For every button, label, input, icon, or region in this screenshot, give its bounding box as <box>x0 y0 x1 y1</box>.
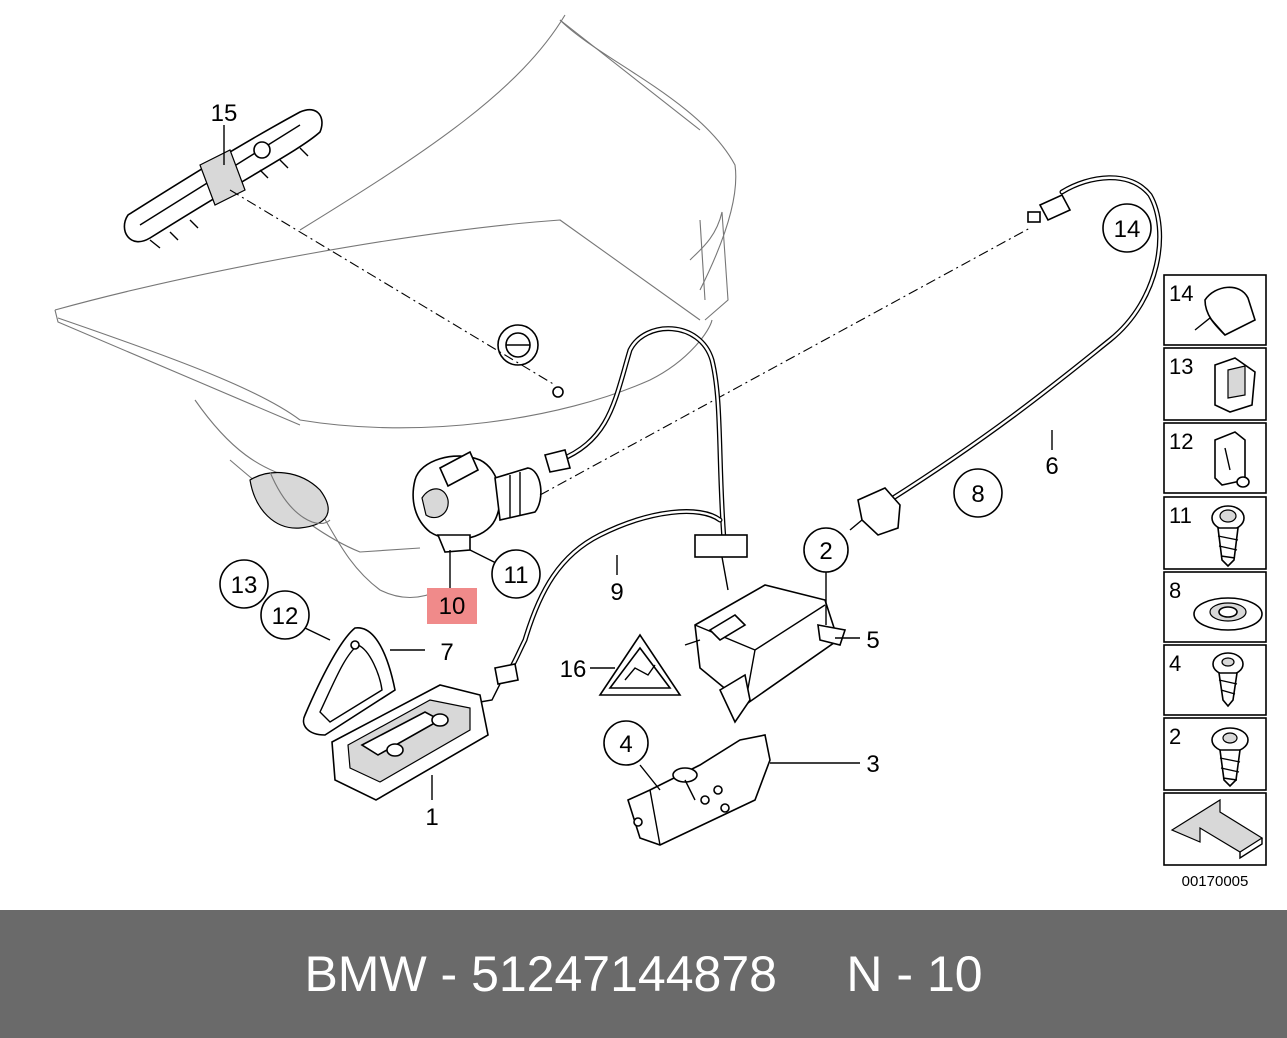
part-5-trunk-lock <box>684 584 847 724</box>
callout-7: 7 <box>440 639 453 666</box>
legend-label-8: 8 <box>1169 578 1181 603</box>
callout-8: 8 <box>971 481 984 508</box>
callout-6: 6 <box>1045 453 1058 480</box>
callout-2: 2 <box>819 538 832 565</box>
part-16-warning-label <box>598 633 682 696</box>
callout-16: 16 <box>560 656 587 683</box>
callout-10-label: 10 <box>439 593 466 620</box>
part-number-text: BMW - 51247144878 N - 10 <box>304 946 983 1002</box>
part-1-trunk-handle <box>331 684 489 801</box>
part-10-lock-actuator <box>412 227 1031 553</box>
callout-5: 5 <box>866 627 879 654</box>
callout-9: 9 <box>610 579 623 606</box>
legend-cell-2 <box>1163 717 1267 791</box>
diagram-code: 00170005 <box>1182 873 1249 890</box>
exploded-parts-diagram: 10 15 7 1 9 16 5 3 6 11 13 12 2 4 8 14 1… <box>54 14 1267 890</box>
legend-label-13: 13 <box>1169 354 1193 379</box>
legend-cell-4 <box>1163 644 1267 716</box>
part-9-emergency-cable <box>479 509 723 703</box>
callout-13: 13 <box>231 572 258 599</box>
legend-label-2: 2 <box>1169 724 1181 749</box>
part-3-striker <box>627 734 771 846</box>
callout-circle-11: 11 <box>491 549 541 599</box>
callout-circle-14: 14 <box>1102 203 1152 253</box>
actuator-cable-loop <box>543 326 748 591</box>
callout-11: 11 <box>504 562 529 589</box>
roundel-emblem-mount <box>497 324 564 398</box>
part-number-banner: BMW - 51247144878 N - 10 <box>0 910 1287 1038</box>
callout-3: 3 <box>866 751 879 778</box>
part-15-third-brake-light <box>123 108 556 386</box>
callout-circle-4: 4 <box>603 720 649 766</box>
legend-label-4: 4 <box>1169 651 1181 676</box>
callout-4: 4 <box>619 731 632 758</box>
legend-label-12: 12 <box>1169 429 1193 454</box>
callout-circle-12: 12 <box>260 590 310 640</box>
callout-circle-13: 13 <box>219 559 269 609</box>
highlight-box-part-10 <box>427 588 477 624</box>
trunk-lid-outline <box>54 14 737 598</box>
callout-circle-8: 8 <box>953 468 1003 518</box>
callout-15: 15 <box>211 100 238 127</box>
callout-14: 14 <box>1114 216 1141 243</box>
orientation-arrow-icon <box>1170 798 1264 853</box>
legend-label-14: 14 <box>1169 281 1193 306</box>
callout-12: 12 <box>272 603 299 630</box>
callout-circle-2: 2 <box>803 527 849 573</box>
part-6-release-cable <box>849 175 1163 536</box>
small-parts-legend: 14 13 12 11 8 4 2 <box>1163 274 1267 866</box>
callout-1: 1 <box>425 804 438 831</box>
legend-label-11: 11 <box>1169 503 1192 528</box>
leader-lines <box>223 125 1053 800</box>
part-7-handle-seal <box>302 627 396 736</box>
legend-cell-11 <box>1163 496 1267 570</box>
